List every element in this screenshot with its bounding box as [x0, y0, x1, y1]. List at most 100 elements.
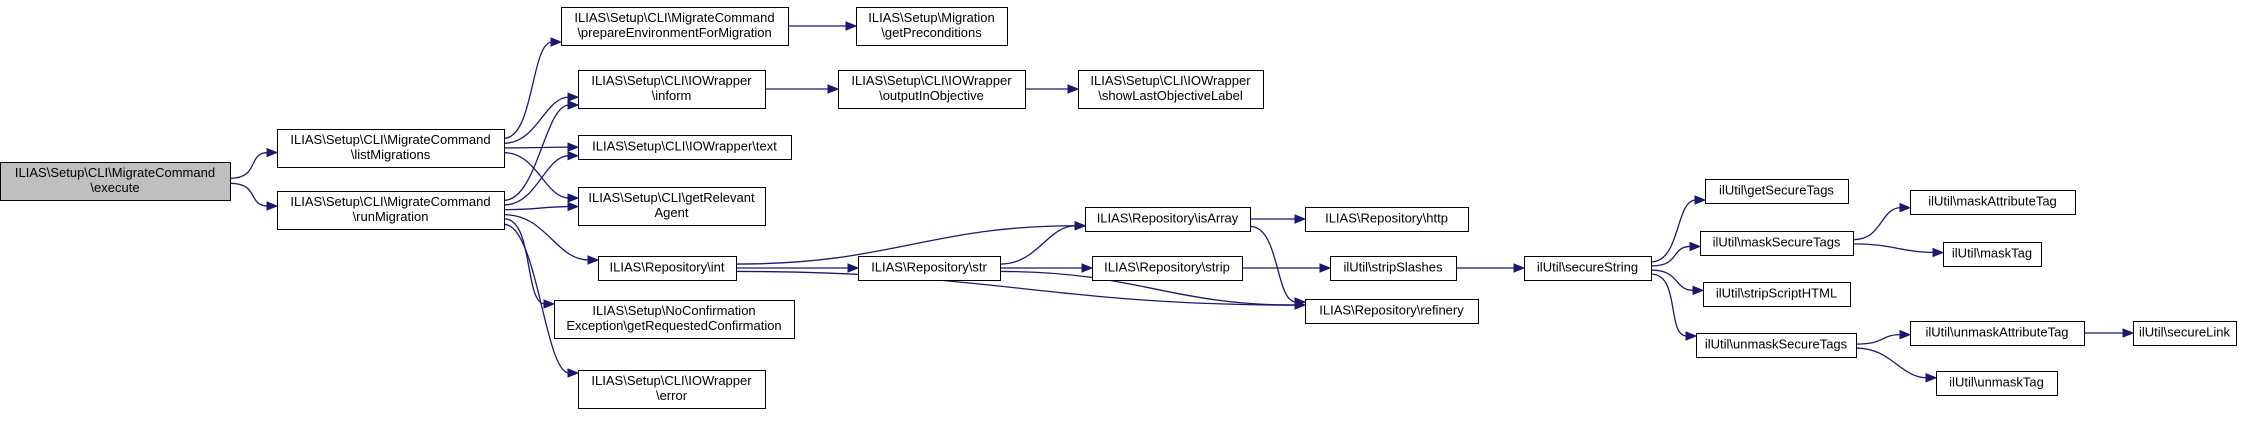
node-box-stripSlashes[interactable]	[1330, 256, 1457, 281]
node-label-text-line-0: ILIAS\Setup\CLI\IOWrapper\text	[592, 139, 777, 154]
node-label-outputInObjective-line-0: ILIAS\Setup\CLI\IOWrapper	[851, 73, 1012, 88]
edge-execute-to-runMigration	[229, 182, 269, 207]
arrowhead-outputInObjective-to-showLastObjectiveLabel	[1067, 84, 1080, 94]
node-box-getSecureTags[interactable]	[1705, 179, 1849, 204]
node-box-http[interactable]	[1305, 207, 1469, 232]
nodes-layer: ILIAS\Setup\CLI\MigrateCommand\executeIL…	[0, 7, 2237, 409]
node-box-error[interactable]	[578, 370, 766, 409]
node-str[interactable]: ILIAS\Repository\str	[858, 256, 1001, 281]
node-noConfirmation[interactable]: ILIAS\Setup\NoConfirmationException\getR…	[554, 300, 795, 339]
node-label-getRelevantAgent-line-1: Agent	[655, 205, 689, 220]
node-stripSlashes[interactable]: ilUtil\stripSlashes	[1330, 256, 1457, 281]
node-error[interactable]: ILIAS\Setup\CLI\IOWrapper\error	[578, 370, 766, 409]
node-box-inform[interactable]	[578, 70, 766, 109]
node-box-int[interactable]	[598, 256, 737, 281]
arrowhead-runMigration-to-text	[567, 150, 580, 161]
node-isArray[interactable]: ILIAS\Repository\isArray	[1085, 207, 1251, 232]
arrowhead-str-to-isArray	[1074, 221, 1087, 231]
node-secureString[interactable]: ilUtil\secureString	[1524, 256, 1652, 281]
node-box-secureLink[interactable]	[2133, 321, 2237, 346]
node-label-secureLink-line-0: ilUtil\secureLink	[2139, 325, 2231, 340]
node-box-text[interactable]	[578, 135, 792, 160]
node-box-unmaskAttributeTag[interactable]	[1910, 321, 2085, 346]
arrowhead-unmaskSecureTags-to-unmaskAttributeTag	[1899, 329, 1912, 340]
node-showLastObjectiveLabel[interactable]: ILIAS\Setup\CLI\IOWrapper\showLastObject…	[1078, 70, 1264, 109]
node-maskTag[interactable]: ilUtil\maskTag	[1943, 242, 2042, 267]
node-box-outputInObjective[interactable]	[838, 70, 1026, 109]
arrowhead-unmaskAttributeTag-to-secureLink	[2122, 328, 2135, 338]
node-int[interactable]: ILIAS\Repository\int	[598, 256, 737, 281]
node-http[interactable]: ILIAS\Repository\http	[1305, 207, 1469, 232]
node-box-showLastObjectiveLabel[interactable]	[1078, 70, 1264, 109]
node-box-maskTag[interactable]	[1943, 242, 2042, 267]
arrowhead-listMigrations-to-inform	[567, 92, 580, 102]
node-inform[interactable]: ILIAS\Setup\CLI\IOWrapper\inform	[578, 70, 766, 109]
node-box-isArray[interactable]	[1085, 207, 1251, 232]
node-label-stripSlashes-line-0: ilUtil\stripSlashes	[1344, 260, 1443, 275]
node-getPreconditions[interactable]: ILIAS\Setup\Migration\getPreconditions	[856, 7, 1008, 46]
node-stripScriptHTML[interactable]: ilUtil\stripScriptHTML	[1703, 282, 1851, 307]
arrowhead-listMigrations-to-prepareEnv	[550, 37, 563, 47]
node-label-getPreconditions-line-1: \getPreconditions	[881, 25, 982, 40]
node-refinery[interactable]: ILIAS\Repository\refinery	[1305, 299, 1479, 324]
node-box-secureString[interactable]	[1524, 256, 1652, 281]
node-label-prepareEnv-line-1: \prepareEnvironmentForMigration	[577, 25, 771, 40]
node-label-error-line-0: ILIAS\Setup\CLI\IOWrapper	[591, 373, 752, 388]
node-label-listMigrations-line-0: ILIAS\Setup\CLI\MigrateCommand	[290, 132, 490, 147]
node-maskSecureTags[interactable]: ilUtil\maskSecureTags	[1700, 231, 1854, 256]
node-label-noConfirmation-line-0: ILIAS\Setup\NoConfirmation	[592, 303, 755, 318]
node-unmaskTag[interactable]: ilUtil\unmaskTag	[1936, 371, 2058, 396]
node-getSecureTags[interactable]: ilUtil\getSecureTags	[1705, 179, 1849, 204]
node-box-maskAttributeTag[interactable]	[1910, 190, 2076, 215]
node-box-prepareEnv[interactable]	[561, 7, 789, 46]
arrowhead-maskSecureTags-to-maskTag	[1932, 247, 1945, 258]
edge-secureString-to-maskSecureTags	[1650, 245, 1692, 267]
node-box-str[interactable]	[858, 256, 1001, 281]
edge-unmaskSecureTags-to-unmaskAttributeTag	[1855, 334, 1902, 345]
arrowhead-runMigration-to-inform	[567, 100, 580, 110]
node-box-getPreconditions[interactable]	[856, 7, 1008, 46]
edge-maskSecureTags-to-maskAttributeTag	[1852, 207, 1902, 241]
node-unmaskAttributeTag[interactable]: ilUtil\unmaskAttributeTag	[1910, 321, 2085, 346]
node-box-refinery[interactable]	[1305, 299, 1479, 324]
node-outputInObjective[interactable]: ILIAS\Setup\CLI\IOWrapper\outputInObject…	[838, 70, 1026, 109]
node-box-runMigration[interactable]	[277, 191, 505, 230]
node-maskAttributeTag[interactable]: ilUtil\maskAttributeTag	[1910, 190, 2076, 215]
edge-runMigration-to-int	[503, 213, 590, 261]
node-listMigrations[interactable]: ILIAS\Setup\CLI\MigrateCommand\listMigra…	[277, 129, 505, 168]
edge-int-to-isArray	[735, 225, 1077, 265]
arrowhead-secureString-to-getSecureTags	[1694, 195, 1707, 205]
arrowhead-listMigrations-to-getRelevantAgent	[567, 193, 580, 203]
edge-secureString-to-unmaskSecureTags	[1650, 273, 1688, 337]
node-strip[interactable]: ILIAS\Repository\strip	[1092, 256, 1243, 281]
edge-listMigrations-to-inform	[503, 96, 570, 144]
arrowhead-prepareEnv-to-getPreconditions	[845, 21, 858, 31]
node-box-stripScriptHTML[interactable]	[1703, 282, 1851, 307]
node-box-execute[interactable]	[0, 162, 231, 201]
node-unmaskSecureTags[interactable]: ilUtil\unmaskSecureTags	[1696, 333, 1857, 358]
edge-int-to-refinery	[735, 270, 1297, 306]
node-text[interactable]: ILIAS\Setup\CLI\IOWrapper\text	[578, 135, 792, 160]
node-label-prepareEnv-line-0: ILIAS\Setup\CLI\MigrateCommand	[574, 10, 774, 25]
edge-secureString-to-getSecureTags	[1650, 199, 1697, 263]
node-label-stripScriptHTML-line-0: ilUtil\stripScriptHTML	[1716, 286, 1837, 301]
edge-listMigrations-to-text	[503, 146, 570, 149]
node-label-inform-line-1: \inform	[652, 88, 692, 103]
edge-str-to-refinery	[999, 270, 1297, 306]
node-secureLink[interactable]: ilUtil\secureLink	[2133, 321, 2237, 346]
node-execute[interactable]: ILIAS\Setup\CLI\MigrateCommand\execute	[0, 162, 231, 201]
node-label-noConfirmation-line-1: Exception\getRequestedConfirmation	[566, 318, 781, 333]
node-box-listMigrations[interactable]	[277, 129, 505, 168]
edge-runMigration-to-error	[503, 223, 570, 374]
node-box-unmaskTag[interactable]	[1936, 371, 2058, 396]
arrowhead-int-to-str	[847, 263, 860, 273]
node-box-noConfirmation[interactable]	[554, 300, 795, 339]
node-box-strip[interactable]	[1092, 256, 1243, 281]
node-box-getRelevantAgent[interactable]	[578, 187, 766, 226]
node-box-unmaskSecureTags[interactable]	[1696, 333, 1857, 358]
node-runMigration[interactable]: ILIAS\Setup\CLI\MigrateCommand\runMigrat…	[277, 191, 505, 230]
node-box-maskSecureTags[interactable]	[1700, 231, 1854, 256]
node-prepareEnv[interactable]: ILIAS\Setup\CLI\MigrateCommand\prepareEn…	[561, 7, 789, 46]
